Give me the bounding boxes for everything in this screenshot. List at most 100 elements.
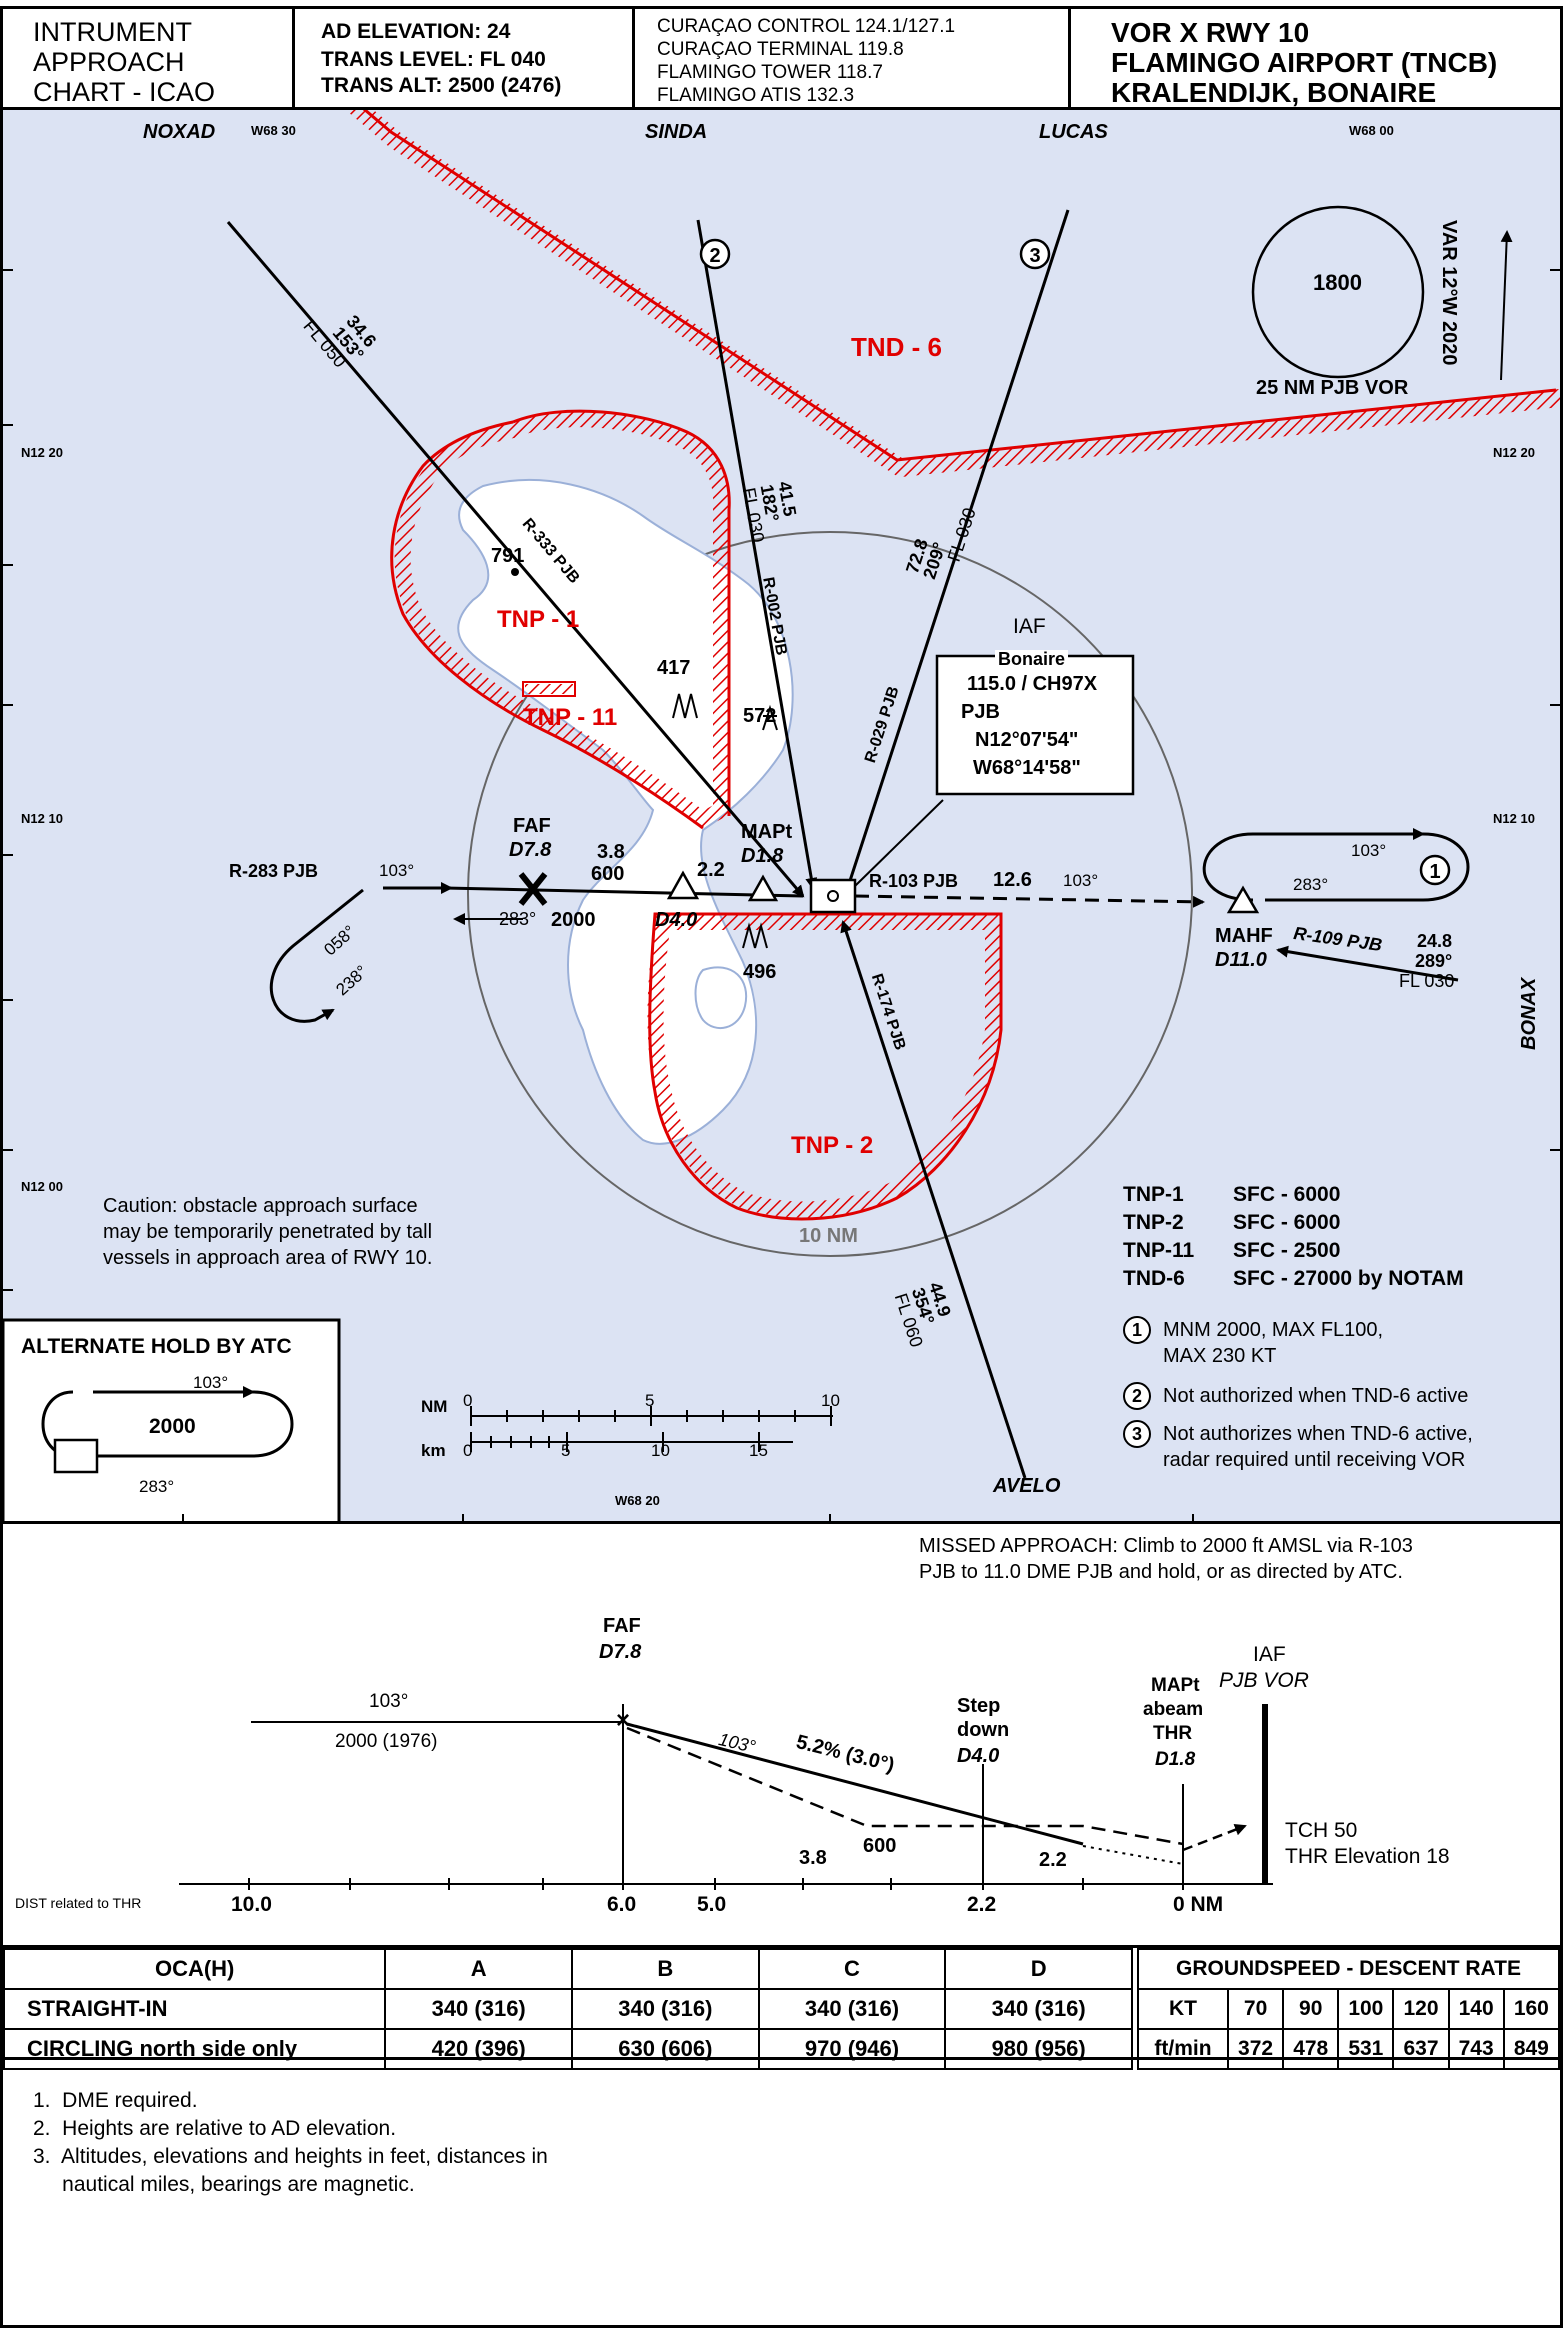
trans-level: TRANS LEVEL: FL 040 <box>321 48 546 71</box>
profile-faf-dme: D7.8 <box>599 1641 642 1663</box>
lon-w68-30: W68 30 <box>251 123 296 138</box>
airport-name: FLAMINGO AIRPORT (TNCB) <box>1111 47 1498 78</box>
profile-step-label-2: down <box>957 1719 1010 1741</box>
groundspeed-title: GROUNDSPEED - DESCENT RATE <box>1137 1948 1560 1990</box>
footnote-2: 2. Heights are relative to AD elevation. <box>33 2117 397 2140</box>
scale-nm-10: 10 <box>821 1391 840 1410</box>
chart-type-line-1: INTRUMENT <box>33 17 192 47</box>
area-2-limits: SFC - 6000 <box>1233 1211 1341 1234</box>
minima-row-2-label: CIRCLING north side only <box>2 2028 387 2070</box>
lon-w68-00: W68 00 <box>1349 123 1394 138</box>
groundspeed-fpm-5: 743 <box>1447 2028 1505 2070</box>
minima-header-b: B <box>571 1948 760 1990</box>
obstacle-417-symbol <box>672 693 698 719</box>
missed-approach-line-1: MISSED APPROACH: Climb to 2000 ft AMSL v… <box>919 1535 1413 1557</box>
msa-altitude: 1800 <box>1313 270 1362 295</box>
profile-iaf-label: IAF <box>1253 1643 1286 1666</box>
chart-header: INTRUMENT APPROACH CHART - ICAO AD ELEVA… <box>0 6 1563 110</box>
groundspeed-table: GROUNDSPEED - DESCENT RATE KT 70 90 100 … <box>1137 1948 1561 2070</box>
mahf-label: MAHF <box>1215 925 1273 947</box>
area-4-limits: SFC - 27000 by NOTAM <box>1233 1267 1464 1290</box>
minima-header-a: A <box>384 1948 573 1990</box>
groundspeed-fpm-6: 849 <box>1502 2028 1561 2070</box>
obstacle-791: 791 <box>491 545 525 567</box>
ten-nm-ring <box>467 531 1193 1257</box>
faf-label: FAF <box>513 815 551 837</box>
lucas-route <box>844 209 1070 892</box>
minima-row-1-label: STRAIGHT-IN <box>2 1988 387 2030</box>
profile-axis-2-2: 2.2 <box>967 1893 997 1916</box>
alternate-hold-outbound: 283° <box>139 1477 175 1496</box>
scale-km-5: 5 <box>561 1441 571 1460</box>
alternate-hold-title: ALTERNATE HOLD BY ATC <box>21 1335 292 1358</box>
freq-flamingo-atis: FLAMINGO ATIS 132.3 <box>657 85 855 106</box>
bonax-leg-dist: 24.8 <box>1417 931 1453 951</box>
segment-2-2: 2.2 <box>697 859 725 881</box>
missed-approach-arrow <box>1182 1824 1247 1852</box>
faf-dme: D7.8 <box>509 839 552 861</box>
bonax-leg-fl: FL 030 <box>1399 971 1455 991</box>
hold-outbound: 283° <box>1293 875 1329 894</box>
missed-course: 103° <box>1063 871 1099 890</box>
bonax-leg-crs: 289° <box>1415 951 1453 971</box>
minima-table: OCA(H) A B C D STRAIGHT-IN 340 (316) 340… <box>2 1948 1133 2070</box>
table-row: STRAIGHT-IN 340 (316) 340 (316) 340 (316… <box>2 1988 1133 2030</box>
scale-nm-label: NM <box>421 1397 448 1416</box>
profile-segment-altitude: 600 <box>863 1835 897 1857</box>
obstacle-417: 417 <box>657 657 691 679</box>
groundspeed-kt-5: 140 <box>1447 1988 1505 2030</box>
table-row: CIRCLING north side only 420 (396) 630 (… <box>2 2028 1133 2070</box>
graticule-ticks <box>3 269 1560 1521</box>
svg-text:3: 3 <box>1029 245 1040 267</box>
table-row: KT 70 90 100 120 140 160 <box>1137 1988 1561 2030</box>
groundspeed-fpm-1: 372 <box>1226 2028 1285 2070</box>
tnp1-label: TNP - 1 <box>497 606 580 633</box>
note-2-line-1: Not authorized when TND-6 active <box>1163 1385 1469 1407</box>
profile-dist-note: DIST related to THR <box>15 1895 142 1911</box>
minima-row-2-b: 630 (606) <box>571 2028 760 2070</box>
procedure-title-cell: VOR X RWY 10 FLAMINGO AIRPORT (TNCB) KRA… <box>1071 9 1560 107</box>
sinda-leg-label: 41.5 182° FL 030 <box>738 479 801 545</box>
ten-nm-ring-label: 10 NM <box>799 1225 858 1247</box>
iaf-vor-frequency: 115.0 / CH97X <box>967 673 1098 695</box>
minima-row-2-c: 970 (946) <box>757 2028 947 2070</box>
variation-arrow <box>1500 230 1513 381</box>
tnp2-label: TNP - 2 <box>791 1132 874 1159</box>
frequencies-cell: CURAÇAO CONTROL 124.1/127.1 CURAÇAO TERM… <box>635 9 1071 107</box>
groundspeed-fpm-2: 478 <box>1282 2028 1340 2070</box>
bonax-route <box>1276 945 1459 982</box>
plan-view-graphics: 2 3 1 <box>3 110 1560 1521</box>
svg-text:×: × <box>616 1707 630 1734</box>
missed-distance: 12.6 <box>993 869 1032 891</box>
iaf-vor-ident: PJB <box>961 701 1000 723</box>
lat-n12-00: N12 00 <box>21 1179 63 1194</box>
note-3-line-1: Not authorizes when TND-6 active, <box>1163 1423 1473 1445</box>
note-1-line-1: MNM 2000, MAX FL100, <box>1163 1319 1384 1341</box>
mahf-holding <box>1202 832 1470 902</box>
lat-n12-10-right: N12 10 <box>1493 811 1535 826</box>
groundspeed-kt-label: KT <box>1137 1988 1229 2030</box>
sinda-route <box>696 219 818 890</box>
freq-curacao-control: CURAÇAO CONTROL 124.1/127.1 <box>657 16 956 37</box>
freq-curacao-terminal: CURAÇAO TERMINAL 119.8 <box>657 39 904 60</box>
mahf-dme: D11.0 <box>1215 949 1267 971</box>
area-2-name: TNP-2 <box>1123 1211 1184 1234</box>
note-2-marker: 2 <box>1123 1382 1151 1410</box>
groundspeed-kt-3: 100 <box>1337 1988 1395 2030</box>
mahf-triangle <box>1226 885 1260 914</box>
profile-intermediate-course: 103° <box>369 1691 409 1712</box>
groundspeed-kt-2: 90 <box>1282 1988 1340 2030</box>
visual-segment <box>1082 1845 1184 1865</box>
minima-row-2-d: 980 (956) <box>944 2028 1133 2070</box>
table-row: ft/min 372 478 531 637 743 849 <box>1137 2028 1561 2070</box>
groundspeed-kt-4: 120 <box>1392 1988 1450 2030</box>
scale-km-label: km <box>421 1441 446 1460</box>
groundspeed-kt-6: 160 <box>1502 1988 1561 2030</box>
faf-altitude: 2000 <box>551 909 596 931</box>
tnp1-boundary <box>390 409 731 830</box>
alternate-hold-box <box>3 1318 341 1521</box>
step-down-dme: D4.0 <box>655 909 698 931</box>
caution-line-3: vessels in approach area of RWY 10. <box>103 1247 433 1269</box>
fix-sinda: SINDA <box>645 121 708 143</box>
fix-bonax: BONAX <box>1518 977 1540 1050</box>
